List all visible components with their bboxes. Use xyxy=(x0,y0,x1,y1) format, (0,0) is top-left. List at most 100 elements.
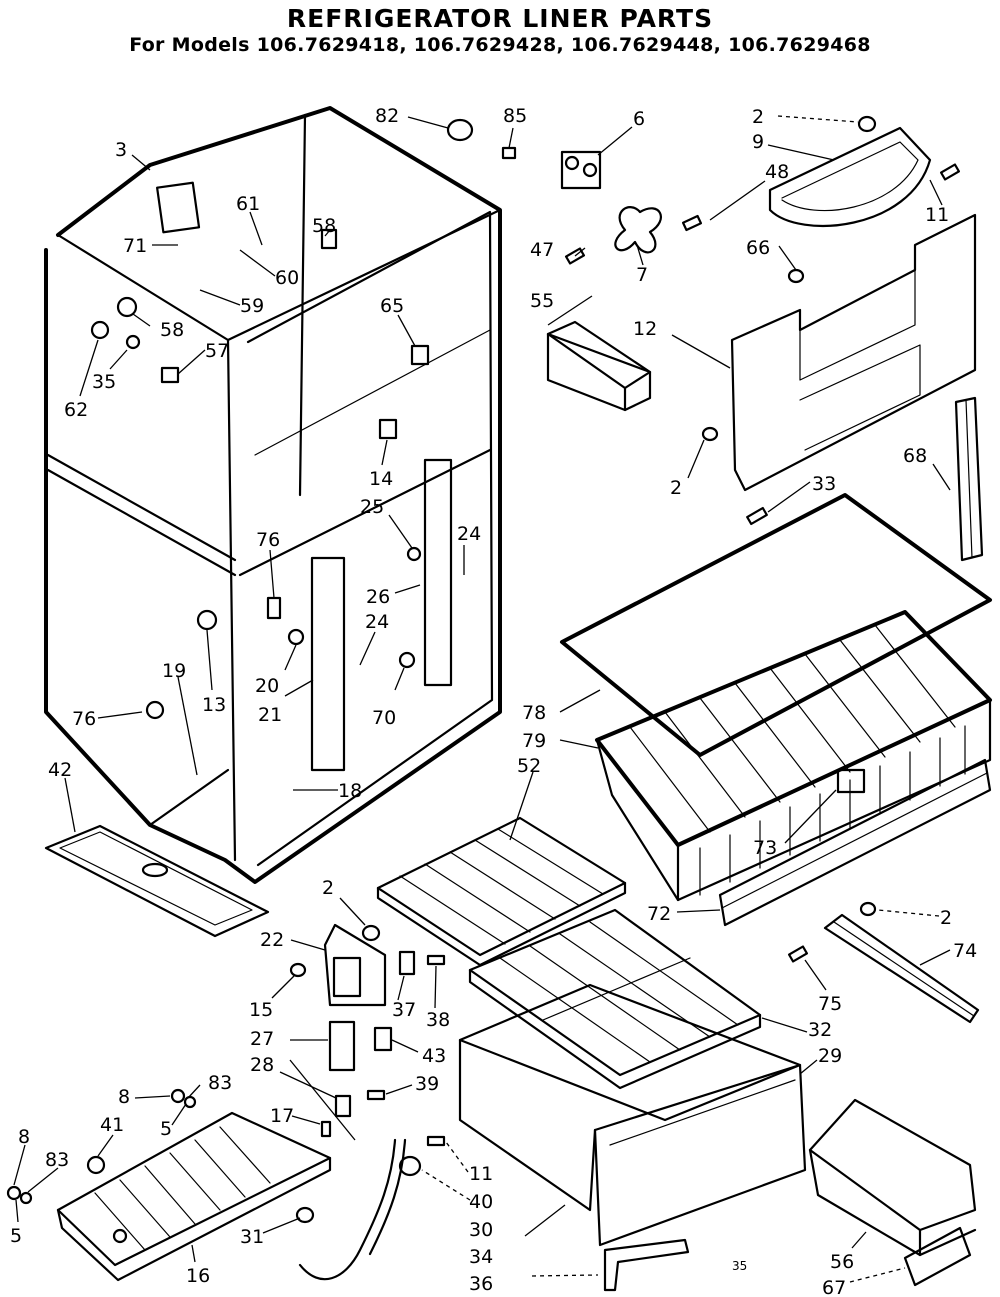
callout-2-top: 2 xyxy=(752,106,764,128)
cabinet-liner-part xyxy=(44,106,502,884)
small-bin-part xyxy=(546,320,652,412)
light-shield-part xyxy=(768,115,961,227)
callout-20: 20 xyxy=(255,675,279,697)
callout-82: 82 xyxy=(375,105,399,127)
callout-2-panel: 2 xyxy=(670,477,682,499)
callout-78: 78 xyxy=(522,702,546,724)
callout-60: 60 xyxy=(275,267,299,289)
callout-39: 39 xyxy=(415,1073,439,1095)
callout-26: 26 xyxy=(366,586,390,608)
drip-tray-part xyxy=(44,824,270,938)
callout-71: 71 xyxy=(123,235,147,257)
callout-68: 68 xyxy=(903,445,927,467)
callout-27: 27 xyxy=(250,1028,274,1050)
callout-83-inner: 83 xyxy=(208,1072,232,1094)
dairy-dish-part xyxy=(808,1098,977,1287)
callout-59: 59 xyxy=(240,295,264,317)
side-rail-part xyxy=(787,901,980,1024)
callout-52: 52 xyxy=(517,755,541,777)
callout-25: 25 xyxy=(360,496,384,518)
callout-18: 18 xyxy=(338,780,362,802)
drain-tube-part xyxy=(298,1135,446,1281)
callout-9: 9 xyxy=(752,131,764,153)
callout-11-top: 11 xyxy=(925,204,949,226)
callout-21: 21 xyxy=(258,704,282,726)
callout-42: 42 xyxy=(48,759,72,781)
callout-14: 14 xyxy=(369,468,393,490)
callout-29: 29 xyxy=(818,1045,842,1067)
shelf-frame-part xyxy=(376,816,627,967)
callout-47: 47 xyxy=(530,239,554,261)
callout-32: 32 xyxy=(808,1019,832,1041)
model-numbers: For Models 106.7629418, 106.7629428, 106… xyxy=(129,34,871,56)
callout-3: 3 xyxy=(115,139,127,161)
callout-85: 85 xyxy=(503,105,527,127)
callout-58-lower: 58 xyxy=(160,319,184,341)
crisper-rail-part xyxy=(718,758,992,927)
callout-58-upper: 58 xyxy=(312,215,336,237)
callout-8-outer: 8 xyxy=(18,1126,30,1148)
callout-56: 56 xyxy=(830,1251,854,1273)
callout-79: 79 xyxy=(522,730,546,752)
glass-shelf-part xyxy=(560,493,992,757)
callout-43: 43 xyxy=(422,1045,446,1067)
control-panel-part xyxy=(701,213,977,526)
callout-5-outer: 5 xyxy=(10,1225,22,1247)
leader-lines xyxy=(13,115,951,1283)
damper-control-part xyxy=(289,923,446,1118)
callout-41: 41 xyxy=(100,1114,124,1136)
callout-16: 16 xyxy=(186,1265,210,1287)
diagram-title: REFRIGERATOR LINER PARTS xyxy=(286,4,714,33)
callout-8-inner: 8 xyxy=(118,1086,130,1108)
callout-38: 38 xyxy=(426,1009,450,1031)
callout-28: 28 xyxy=(250,1054,274,1076)
fan-motor-part xyxy=(446,118,703,265)
callout-19: 19 xyxy=(162,660,186,682)
vertical-trim-part xyxy=(954,396,984,562)
crisper-pan-part xyxy=(458,983,807,1247)
wire-basket-part xyxy=(595,610,992,902)
callout-22: 22 xyxy=(260,929,284,951)
callout-34: 34 xyxy=(469,1246,493,1268)
callout-76-upper: 76 xyxy=(256,529,280,551)
bracket-part xyxy=(603,1238,690,1292)
callout-67: 67 xyxy=(822,1277,846,1297)
callout-65: 65 xyxy=(380,295,404,317)
callout-6: 6 xyxy=(633,108,645,130)
callout-11-bottom: 11 xyxy=(469,1163,493,1185)
callout-48: 48 xyxy=(765,161,789,183)
callout-37: 37 xyxy=(392,999,416,1021)
callout-83-outer: 83 xyxy=(45,1149,69,1171)
callout-40: 40 xyxy=(469,1191,493,1213)
callout-24-right: 24 xyxy=(457,523,481,545)
callout-75: 75 xyxy=(818,993,842,1015)
callout-36: 36 xyxy=(469,1273,493,1295)
callout-35-small: 35 xyxy=(732,1259,747,1273)
callout-30: 30 xyxy=(469,1219,493,1241)
callout-61: 61 xyxy=(236,193,260,215)
callout-7: 7 xyxy=(636,264,648,286)
callout-12: 12 xyxy=(633,318,657,340)
callout-57: 57 xyxy=(205,340,229,362)
callout-31: 31 xyxy=(240,1226,264,1248)
callout-24-center: 24 xyxy=(365,611,389,633)
callout-66: 66 xyxy=(746,237,770,259)
callout-35: 35 xyxy=(92,371,116,393)
callout-13: 13 xyxy=(202,694,226,716)
callout-2-damper: 2 xyxy=(322,877,334,899)
callout-76-lower: 76 xyxy=(72,708,96,730)
callout-17: 17 xyxy=(270,1105,294,1127)
callout-70: 70 xyxy=(372,707,396,729)
crisper-cover-part xyxy=(468,908,762,1090)
evaporator-cover-part xyxy=(6,1088,332,1282)
callout-15: 15 xyxy=(249,999,273,1021)
callout-62: 62 xyxy=(64,399,88,421)
callout-55: 55 xyxy=(530,290,554,312)
callout-2-rail: 2 xyxy=(940,907,952,929)
callout-labels: 3 71 61 60 58 58 59 57 35 62 82 85 65 14… xyxy=(10,105,977,1297)
callout-33: 33 xyxy=(812,473,836,495)
callout-5-inner: 5 xyxy=(160,1118,172,1140)
callout-73: 73 xyxy=(753,837,777,859)
